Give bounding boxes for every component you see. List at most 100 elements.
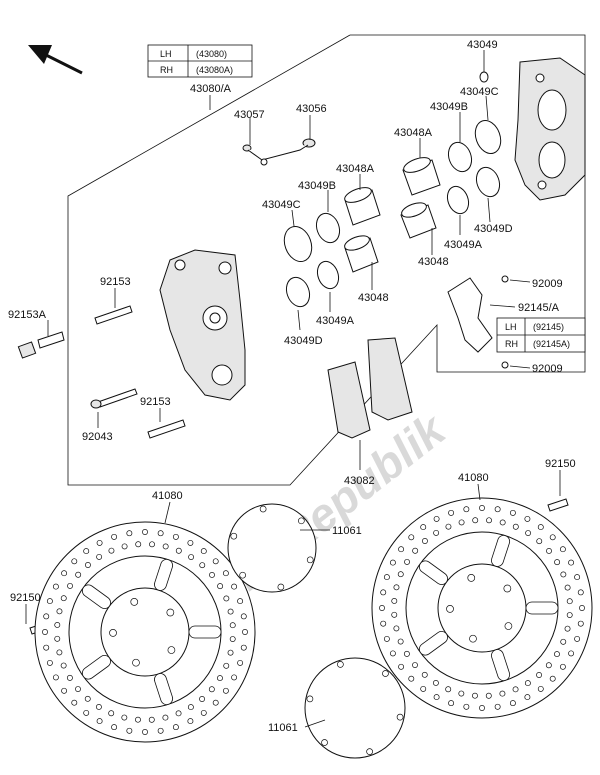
drill-hole — [380, 589, 387, 596]
drill-hole — [212, 699, 219, 706]
drill-hole — [175, 710, 182, 717]
drill-hole — [397, 638, 404, 645]
drill-hole — [142, 729, 148, 735]
drill-hole — [135, 716, 141, 723]
disc-slot — [81, 654, 111, 680]
drill-hole — [259, 505, 267, 513]
drill-hole — [458, 519, 465, 526]
drill-hole — [463, 506, 470, 513]
drill-hole — [75, 686, 81, 693]
disc-slot — [418, 630, 448, 656]
drill-hole — [494, 506, 501, 513]
drill-hole — [393, 625, 400, 632]
drill-hole — [56, 608, 63, 615]
pad-spring-bracket — [447, 275, 509, 369]
table-cell: (92145) — [533, 322, 564, 332]
drill-hole — [187, 704, 194, 711]
drill-hole — [83, 709, 90, 716]
drill-hole — [83, 548, 90, 555]
drill-hole — [420, 524, 427, 531]
part-label: 43049D — [474, 223, 513, 235]
drill-hole — [494, 703, 501, 710]
drill-hole — [227, 649, 234, 656]
drill-hole — [46, 659, 53, 666]
drill-hole — [564, 625, 571, 632]
shim-holes — [230, 505, 404, 755]
drill-hole — [560, 638, 567, 645]
drill-hole — [537, 685, 544, 692]
drill-hole — [237, 659, 244, 666]
drill-hole — [566, 598, 573, 605]
disc-slot — [491, 535, 511, 567]
pistons-left — [344, 187, 381, 273]
drill-hole — [52, 674, 59, 681]
drill-hole — [412, 662, 418, 669]
drill-hole — [188, 554, 195, 560]
part-label: 43049 — [467, 39, 498, 51]
leader-lines — [25, 50, 561, 728]
table-cell: RH — [160, 65, 173, 75]
drill-hole — [383, 635, 390, 642]
drill-hole — [230, 532, 238, 540]
drill-hole — [382, 670, 389, 677]
drill-hole — [559, 663, 566, 670]
brake-disc-right — [371, 497, 593, 719]
part-label: 43080/A — [190, 83, 232, 95]
drill-hole — [389, 559, 396, 566]
drill-hole — [130, 598, 139, 606]
caliper-variant-table: LH (43080) RH (43080A) — [147, 44, 253, 78]
drill-hole — [445, 686, 452, 693]
drill-hole — [187, 539, 194, 546]
drill-hole — [432, 680, 439, 686]
part-label: 92153 — [100, 276, 131, 288]
drill-hole — [379, 605, 385, 611]
drill-hole — [577, 589, 584, 596]
drill-hole — [175, 547, 182, 554]
drill-hole — [512, 686, 519, 693]
drill-hole — [433, 529, 440, 536]
drill-hole — [574, 635, 581, 642]
drill-hole — [525, 530, 532, 536]
drill-hole — [321, 739, 328, 746]
drill-hole — [109, 629, 117, 637]
drill-hole — [537, 524, 544, 531]
drill-hole — [223, 662, 230, 669]
drill-hole — [108, 547, 115, 554]
drill-hole — [398, 663, 405, 670]
drill-hole — [222, 570, 229, 577]
drill-hole — [96, 718, 103, 725]
drill-hole — [240, 644, 247, 651]
table-cell: LH — [160, 49, 172, 59]
part-labels: 43080/A 43057 43056 43049 43049C 43049B … — [8, 39, 576, 734]
drill-hole — [479, 705, 485, 711]
part-label: 92009 — [532, 278, 563, 290]
part-label: 43056 — [296, 103, 327, 115]
drill-hole — [126, 727, 133, 734]
drill-hole — [564, 584, 571, 591]
drill-hole — [545, 662, 552, 669]
part-label: 43082 — [344, 475, 375, 487]
table-cell: (92145A) — [533, 339, 570, 349]
pad-pin — [247, 144, 309, 166]
drill-hole — [61, 687, 68, 694]
drill-hole — [398, 546, 405, 553]
drill-hole — [467, 574, 476, 582]
table-cell: RH — [505, 339, 518, 349]
drill-hole — [504, 622, 513, 630]
drill-hole — [421, 538, 428, 544]
drill-hole — [222, 687, 229, 694]
part-label: 43049D — [284, 335, 323, 347]
drill-hole — [512, 523, 519, 530]
drill-hole — [391, 611, 398, 618]
part-label: 92150 — [545, 458, 576, 470]
part-label: 41080 — [152, 490, 183, 502]
drill-hole — [499, 690, 506, 697]
drill-hole — [366, 748, 373, 755]
drill-hole — [536, 538, 543, 545]
drill-hole — [239, 571, 247, 579]
drill-hole — [383, 574, 390, 581]
disc-slot — [525, 601, 559, 615]
drill-hole — [71, 699, 78, 706]
drill-hole — [96, 553, 103, 560]
drill-hole — [524, 680, 531, 687]
